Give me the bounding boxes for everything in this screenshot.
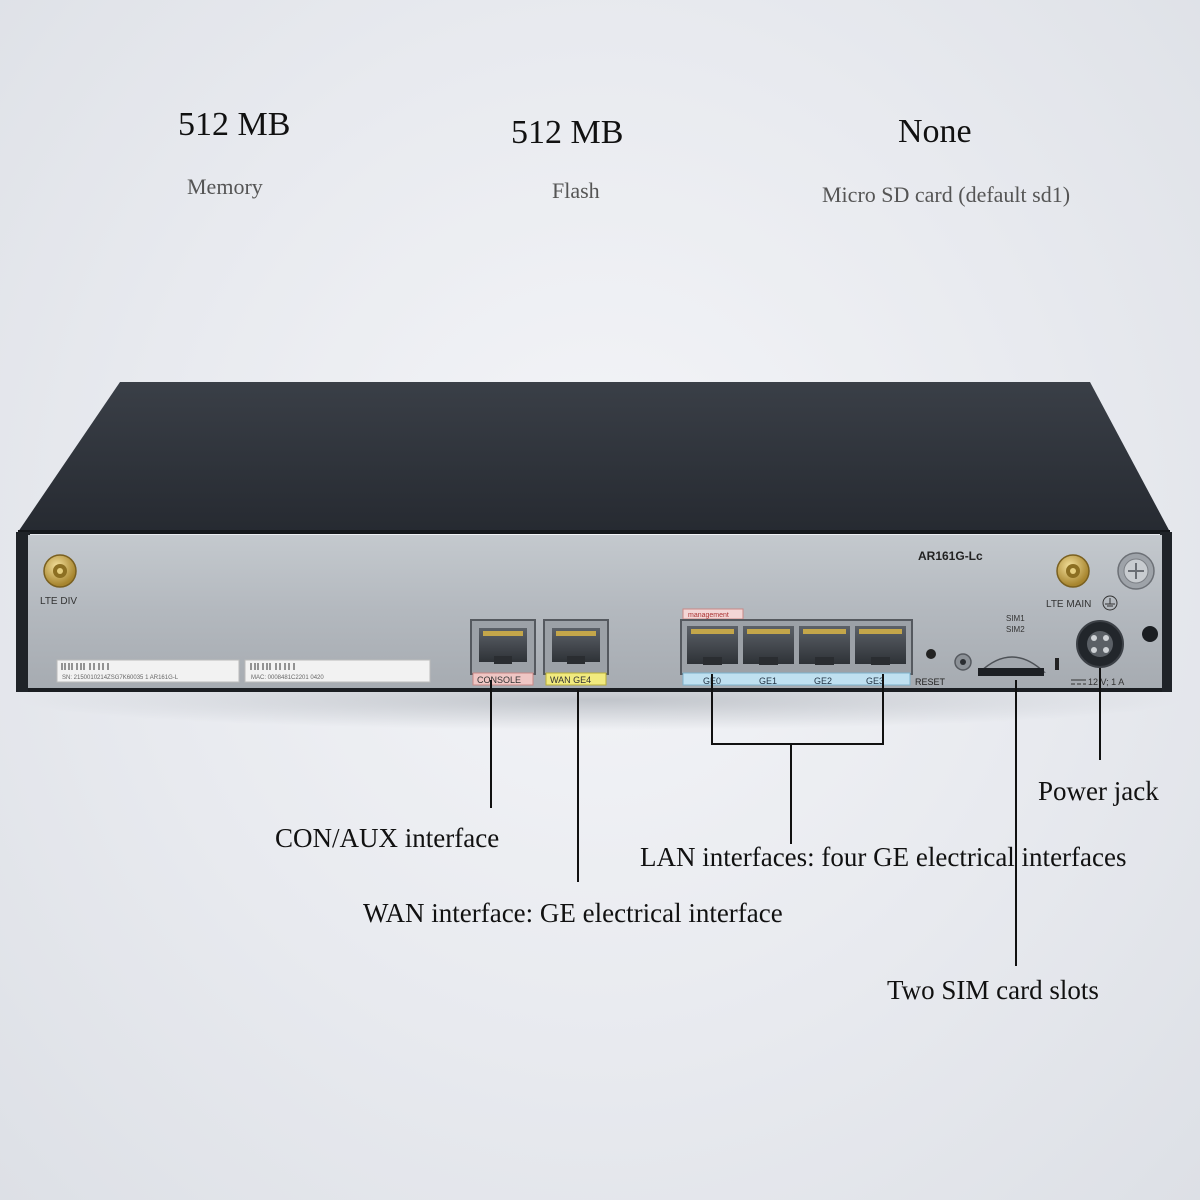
- lan-port-ge2[interactable]: [799, 626, 850, 665]
- lte-main-antenna-icon: [1056, 554, 1090, 588]
- lan-port-ge3[interactable]: [855, 626, 906, 665]
- power-jack[interactable]: [1076, 620, 1124, 668]
- lan-label-strip: [682, 672, 911, 686]
- device-left-edge: [16, 532, 30, 692]
- device-top-case: [18, 382, 1170, 532]
- console-label-box: [472, 672, 534, 686]
- lte-div-antenna-icon: [43, 554, 77, 588]
- sim-slot[interactable]: [978, 656, 1046, 676]
- sim-callout: Two SIM card slots: [887, 975, 1099, 1005]
- con-aux-callout: CON/AUX interface: [275, 823, 500, 853]
- ground-screw-icon: [1117, 552, 1155, 590]
- lan-callout: LAN interfaces: four GE electrical inter…: [640, 842, 1127, 872]
- callout-lines: [490, 668, 1101, 966]
- memory-value: 512 MB: [178, 106, 291, 143]
- sim1-label: SIM1: [1006, 614, 1025, 623]
- console-port[interactable]: [470, 619, 536, 675]
- power-callout: Power jack: [1038, 776, 1159, 806]
- lte-div-label: LTE DIV: [40, 596, 77, 607]
- sim2-label: SIM2: [1006, 625, 1025, 634]
- lan-port-ge0[interactable]: [687, 626, 738, 665]
- device-right-edge: [1160, 532, 1172, 692]
- lan-label-ge3: GE3: [866, 676, 884, 686]
- reset-label: RESET: [915, 677, 946, 687]
- wan-ge4-port[interactable]: [543, 619, 609, 675]
- ground-symbol-icon: [1102, 595, 1118, 611]
- status-led-icon: [926, 649, 936, 659]
- lte-main-label: LTE MAIN: [1046, 599, 1091, 610]
- sn-barcode-icon: [61, 663, 109, 670]
- flash-label: Flash: [552, 178, 600, 203]
- lan-port-ge1[interactable]: [743, 626, 794, 665]
- mac-barcode-icon: [250, 663, 295, 670]
- wan-label-box: [545, 672, 607, 686]
- lan-leader-bracket: [711, 674, 884, 745]
- sd-card-label: Micro SD card (default sd1): [822, 182, 1071, 207]
- reset-button[interactable]: [954, 653, 972, 671]
- wan-callout: WAN interface: GE electrical interface: [363, 898, 783, 928]
- model-label: AR161G-Lc: [918, 549, 983, 563]
- management-label: management: [688, 612, 729, 619]
- mac-text: MAC: 0008481C2201 0420: [251, 675, 324, 681]
- power-rating-label: 12 V; 1 A: [1088, 677, 1124, 687]
- sim-indicator-icon: [1055, 658, 1059, 670]
- memory-label: Memory: [187, 174, 263, 199]
- screw-hole-icon: [1142, 626, 1158, 642]
- lan-label-ge1: GE1: [759, 676, 777, 686]
- mac-sticker: [244, 659, 431, 683]
- console-label: CONSOLE: [477, 675, 521, 685]
- sd-card-value: None: [898, 113, 972, 150]
- sn-text: SN: 2150010214ZSG7K60035 1 AR161G-L: [62, 675, 179, 681]
- flash-value: 512 MB: [511, 114, 624, 151]
- lan-label-ge2: GE2: [814, 676, 832, 686]
- dc-symbol-icon: [1071, 679, 1086, 685]
- wan-port-label: WAN GE4: [550, 675, 591, 685]
